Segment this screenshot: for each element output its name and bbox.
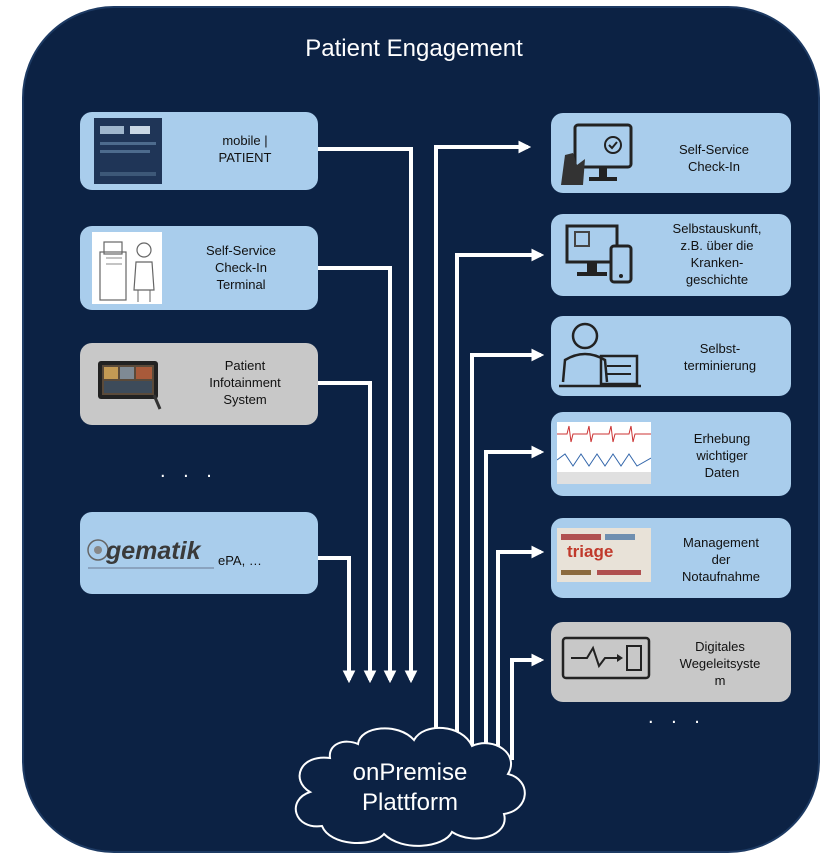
arrow-platform-to-checkin [434, 140, 532, 760]
arrow-infotainment-to-platform [318, 381, 377, 684]
left-card-epa: gematik ePA, … [80, 512, 318, 594]
arrow-platform-to-notaufnahme [496, 545, 545, 760]
right-card-selfservice-checkin: Self-Service Check-In [551, 113, 791, 193]
left-card-label: Patient Infotainment System [209, 358, 281, 407]
triage-logo-text: triage [567, 542, 614, 561]
arrow-epa-to-platform [318, 556, 356, 684]
left-card-mobile-patient: mobile | PATIENT [80, 112, 318, 190]
infotainment-tablet-icon [96, 355, 168, 411]
left-card-label: mobile | PATIENT [218, 133, 272, 165]
mobile-app-screenshot-icon [94, 118, 162, 184]
left-card-label: Self-Service Check-In Terminal [205, 243, 277, 292]
terminal-person-sketch-icon [92, 232, 162, 304]
right-card-notaufnahme: triage Management der Notaufnahme [551, 518, 791, 598]
left-card-label: ePA, … [218, 553, 262, 568]
right-card-label: Erhebung wichtiger Daten [693, 431, 751, 480]
right-ellipsis: . . . [648, 706, 706, 728]
left-card-infotainment: Patient Infotainment System [80, 343, 318, 425]
right-card-label: Self-Service Check-In [678, 142, 750, 174]
touch-monitor-icon [555, 119, 639, 191]
right-card-erhebung: Erhebung wichtiger Daten [551, 412, 791, 496]
desktop-phone-icon [561, 220, 641, 290]
gemaik-logo-icon [84, 534, 224, 574]
triage-wordcloud-icon [557, 528, 651, 582]
arrow-platform-to-terminierung [470, 348, 545, 760]
right-card-label: Management der Notaufnahme [681, 535, 761, 584]
arrow-platform-to-selbstauskunft [455, 248, 545, 760]
signpost-icon [561, 636, 651, 680]
arrow-mobile-to-platform [318, 147, 418, 684]
left-card-checkin-terminal: Self-Service Check-In Terminal [80, 226, 318, 310]
left-ellipsis: . . . [160, 460, 218, 482]
right-card-label: Digitales Wegeleitsyste m [679, 639, 761, 688]
right-card-selbstterminierung: Selbst- terminierung [551, 316, 791, 396]
arrow-terminal-to-platform [318, 266, 397, 684]
person-calendar-icon [555, 320, 645, 392]
arrow-platform-to-erhebung [484, 445, 545, 760]
gematik-logo-text: gematik [106, 537, 201, 565]
right-card-wegeleitsystem: Digitales Wegeleitsyste m [551, 622, 791, 702]
vital-signs-chart-icon [557, 422, 651, 484]
diagram-title: Patient Engagement [305, 35, 523, 62]
arrow-platform-to-wegeleit [510, 653, 545, 760]
platform-label: onPremise Plattform [352, 759, 468, 816]
right-card-label: Selbst- terminierung [683, 341, 757, 373]
right-card-selbstauskunft: Selbstauskunft, z.B. über die Kranken- g… [551, 214, 791, 296]
right-card-label: Selbstauskunft, z.B. über die Kranken- g… [672, 221, 762, 287]
